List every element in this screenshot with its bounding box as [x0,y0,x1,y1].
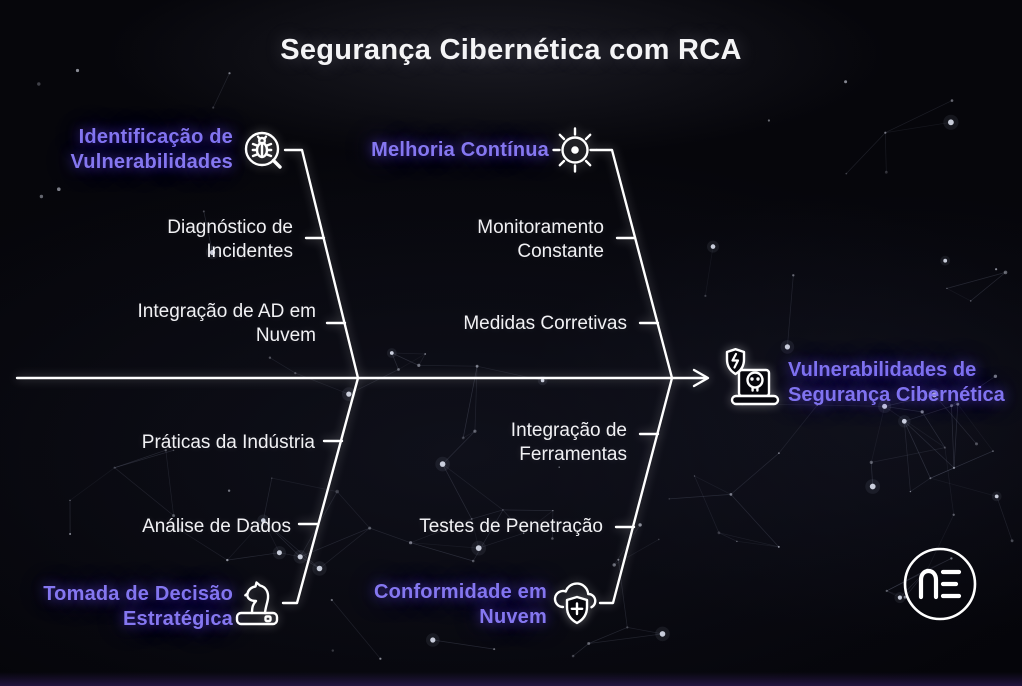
branch-line-bottom-left [281,376,360,605]
branch-bottom-right-label-line1: Conformidade em [373,581,547,603]
item-line: Integração de [510,420,627,441]
arrowhead [692,368,710,388]
branch-line-bottom-right [598,376,674,605]
item-line: Incidentes [206,241,293,262]
branch-top-right-label: Melhoria Contínua [371,138,549,163]
branch-line-top-right [595,148,674,380]
item-line: Medidas Corretivas [463,313,627,334]
branch-top-left-label-line1: Identificação de [78,126,233,148]
branch-top-left-label: Identificação de Vulnerabilidades [70,125,233,175]
cloud-shield-plus-icon [553,582,597,625]
item-integracao-de-ad-em-nuvem: Integração de AD em Nuvem [138,300,317,348]
item-line: Ferramentas [519,444,627,465]
item-line: Análise de Dados [142,516,291,537]
item-testes-de-penetracao: Testes de Penetração [419,515,603,539]
branch-top-left-label-line2: Vulnerabilidades [70,151,233,173]
bug-magnifier-icon [244,131,282,169]
branch-bottom-right-label: Conformidade em Nuvem [374,580,547,630]
item-medidas-corretivas: Medidas Corretivas [463,312,627,336]
item-line: Constante [517,241,604,262]
branch-line-top-left [283,148,360,380]
item-line: Monitoramento [477,217,604,238]
effect-label-line2: Segurança Cibernética [788,384,1005,406]
item-line: Testes de Penetração [419,516,603,537]
effect-label-line1: Vulnerabilidades de [788,359,977,381]
branch-bottom-left-label-line2: Estratégica [122,608,233,630]
item-integracao-de-ferramentas: Integração de Ferramentas [511,419,627,467]
item-line: Diagnóstico de [167,217,293,238]
branch-top-right-label-line1: Melhoria Contínua [371,139,549,161]
page-title: Segurança Cibernética com RCA [280,34,742,66]
item-line: Nuvem [255,325,316,346]
item-analise-de-dados: Análise de Dados [142,515,291,539]
branch-bottom-left-label-line1: Tomada de Decisão [43,583,233,605]
item-diagnostico-de-incidentes: Diagnóstico de Incidentes [167,216,293,264]
item-monitoramento-constante: Monitoramento Constante [477,216,604,264]
item-line: Práticas da Indústria [141,432,315,453]
branch-bottom-left-label: Tomada de Decisão Estratégica [43,582,233,632]
branch-bottom-right-label-line2: Nuvem [479,606,547,628]
effect-label: Vulnerabilidades de Segurança Cibernétic… [788,358,1005,408]
ne-logo: NE [903,547,977,621]
chess-knight-icon [235,581,279,626]
item-praticas-da-industria: Práticas da Indústria [142,431,315,455]
item-line: Integração de AD em [137,301,317,322]
laptop-skull-shield-icon [725,348,780,406]
optimization-gear-icon [552,127,598,173]
